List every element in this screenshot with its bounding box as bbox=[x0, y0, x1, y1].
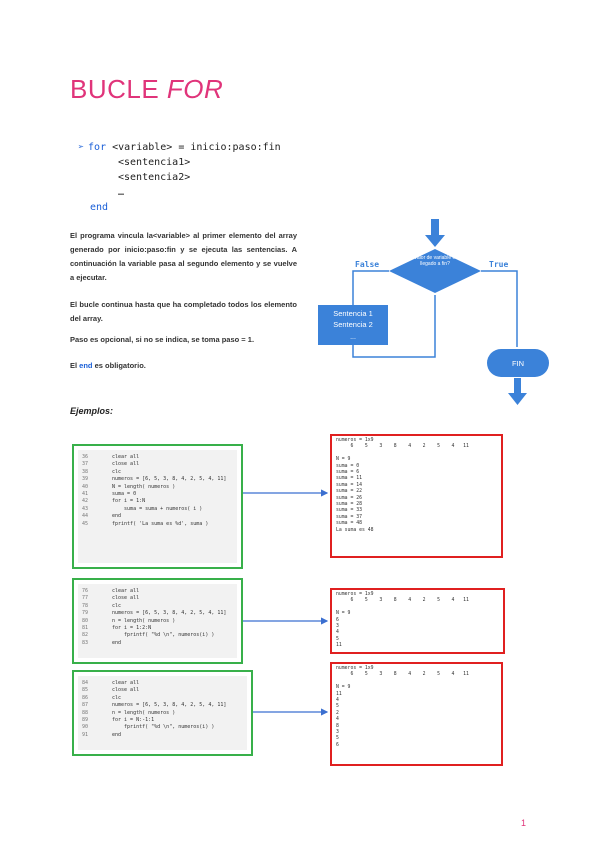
syntax-for-keyword: for bbox=[88, 142, 107, 153]
paragraph-4-pre: El bbox=[70, 361, 80, 370]
example-2-code-box: 76 77 78 79 80 81 82 83 clear all close … bbox=[72, 578, 243, 664]
statement-2-text: Sentencia 2 bbox=[333, 320, 373, 329]
statement-ellipsis-text: ... bbox=[350, 334, 356, 341]
example-3-code-panel: 84 85 86 87 88 89 90 91 clear all close … bbox=[78, 676, 247, 750]
false-label: False bbox=[355, 260, 379, 269]
for-loop-flowchart: ¿El valor de variable es fin llegado a f… bbox=[318, 219, 549, 405]
example-1-output-box: numeros = 1x9 6 5 3 8 4 2 5 4 11 N = 9 s… bbox=[330, 434, 503, 558]
statements-box bbox=[318, 305, 388, 345]
bullet-arrow-icon: ➢ bbox=[78, 142, 85, 153]
paragraph-4-end-keyword: end bbox=[79, 361, 93, 370]
example-1-code-panel: 36 37 38 39 40 41 42 43 44 45 clear all … bbox=[78, 450, 237, 563]
example-2-code: clear all close all clc numeros = [6, 5,… bbox=[112, 588, 227, 646]
example-3-line-numbers: 84 85 86 87 88 89 90 91 bbox=[82, 680, 89, 738]
example-2-output-box: numeros = 1x9 6 5 3 8 4 2 5 4 11 N = 9 6… bbox=[330, 588, 505, 654]
flow-entry-arrow-head bbox=[425, 235, 445, 247]
example-2-output: numeros = 1x9 6 5 3 8 4 2 5 4 11 N = 9 6… bbox=[336, 592, 469, 649]
paragraph-3: Paso es opcional, si no se indica, se to… bbox=[70, 335, 255, 344]
title-plain: BUCLE bbox=[70, 74, 167, 104]
false-branch-line bbox=[352, 270, 389, 305]
example-2-code-panel: 76 77 78 79 80 81 82 83 clear all close … bbox=[78, 584, 237, 658]
fin-terminator bbox=[487, 349, 549, 377]
syntax-block: ➢for <variable> = inicio:paso:fin <sente… bbox=[78, 140, 281, 215]
example-1-output: numeros = 1x9 6 5 3 8 4 2 5 4 11 N = 9 s… bbox=[336, 438, 469, 533]
true-label: True bbox=[489, 260, 508, 269]
syntax-statement-2: <sentencia2> bbox=[118, 172, 191, 183]
paragraph-2: El bucle continua hasta que ha completad… bbox=[70, 300, 297, 323]
condition-text-wrap: ¿El valor de variable es fin llegado a f… bbox=[405, 255, 465, 267]
flow-exit-arrow-head bbox=[508, 393, 527, 405]
paragraph-4: El end es obligatorio. bbox=[70, 359, 297, 373]
condition-diamond bbox=[389, 249, 481, 293]
example-3-output-box: numeros = 1x9 6 5 3 8 4 2 5 4 11 N = 9 1… bbox=[330, 662, 503, 766]
title-italic: FOR bbox=[166, 74, 224, 104]
example-3-code-box: 84 85 86 87 88 89 90 91 clear all close … bbox=[72, 670, 253, 756]
syntax-ellipsis: … bbox=[118, 187, 125, 198]
example-2-line-numbers: 76 77 78 79 80 81 82 83 bbox=[82, 588, 89, 646]
page-number: 1 bbox=[521, 818, 527, 828]
example-1-line-numbers: 36 37 38 39 40 41 42 43 44 45 bbox=[82, 454, 89, 527]
example-1-code-box: 36 37 38 39 40 41 42 43 44 45 clear all … bbox=[72, 444, 243, 569]
fin-text: FIN bbox=[512, 359, 524, 368]
condition-text: ¿El valor de variable es fin llegado a f… bbox=[405, 255, 465, 267]
flow-entry-arrow-shaft bbox=[431, 219, 439, 237]
examples-label: Ejemplos: bbox=[70, 406, 114, 416]
syntax-statement-1: <sentencia1> bbox=[118, 157, 191, 168]
example-3-output: numeros = 1x9 6 5 3 8 4 2 5 4 11 N = 9 1… bbox=[336, 666, 469, 748]
statement-1-text: Sentencia 1 bbox=[333, 309, 373, 318]
paragraph-4-post: es obligatorio. bbox=[92, 361, 146, 370]
syntax-end-keyword: end bbox=[90, 202, 109, 213]
syntax-for-rest: <variable> = inicio:paso:fin bbox=[106, 142, 281, 153]
loop-back-line bbox=[352, 295, 436, 358]
paragraph-1: El programa vincula la<variable> al prim… bbox=[70, 231, 297, 282]
true-branch-line bbox=[481, 270, 518, 347]
example-3-code: clear all close all clc numeros = [6, 5,… bbox=[112, 680, 227, 738]
example-1-code: clear all close all clc numeros = [6, 5,… bbox=[112, 454, 227, 527]
flow-exit-arrow-shaft bbox=[514, 378, 521, 394]
page-title: BUCLE FOR bbox=[70, 74, 223, 105]
